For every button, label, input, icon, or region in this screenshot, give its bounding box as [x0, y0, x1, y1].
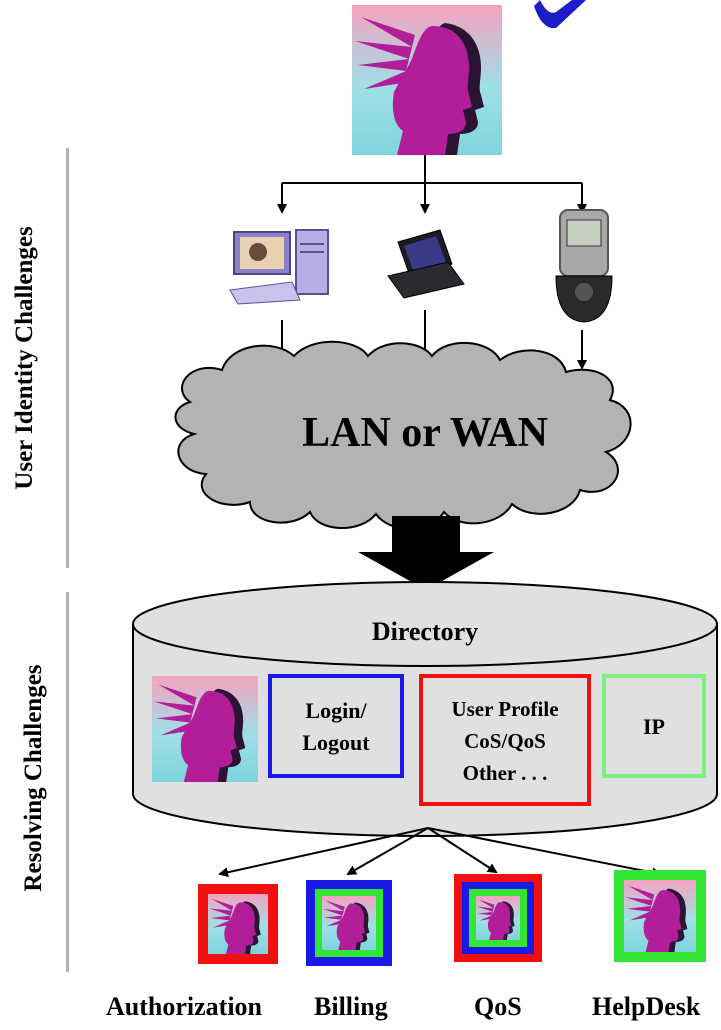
laptop-icon [387, 229, 465, 299]
divider-bottom [66, 592, 69, 972]
login-box [268, 674, 404, 778]
profile-line1: User Profile [451, 697, 558, 721]
profile-line3: Other . . . [463, 761, 548, 785]
network-label: LAN or WAN [302, 410, 548, 456]
desktop-computer-icon [229, 229, 329, 305]
helpdesk-icon [614, 870, 706, 962]
service-arrows [218, 827, 662, 878]
divider-top [66, 148, 69, 568]
login-line2: Logout [302, 730, 370, 755]
ip-label: IP [643, 714, 665, 739]
user-profile-box [419, 674, 591, 806]
authorization-icon [198, 884, 278, 964]
distribution-connectors [277, 155, 587, 214]
profile-line2: CoS/QoS [464, 729, 546, 753]
caption-qos: QoS [474, 992, 522, 1021]
user-head-image [352, 5, 502, 155]
qos-icon [454, 874, 542, 962]
directory-title: Directory [372, 617, 478, 646]
billing-icon [306, 880, 392, 966]
caption-authorization: Authorization [106, 992, 262, 1021]
caption-billing: Billing [314, 992, 388, 1021]
block-arrow [358, 516, 494, 590]
login-line1: Login/ [305, 698, 367, 723]
mobile-phone-icon [555, 209, 613, 323]
ip-box [602, 674, 706, 778]
network-cloud [174, 340, 632, 530]
title-fragment [534, 0, 586, 29]
caption-helpdesk: HelpDesk [592, 992, 701, 1021]
directory-user-image [152, 676, 258, 782]
